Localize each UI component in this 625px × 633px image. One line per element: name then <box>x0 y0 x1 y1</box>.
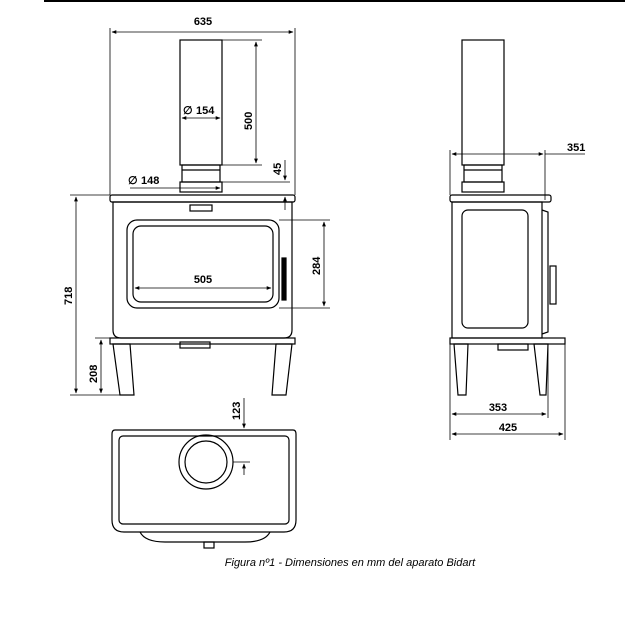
label-glass-width: 505 <box>194 274 212 286</box>
door-glass <box>126 219 280 309</box>
label-leg-height: 208 <box>88 365 100 383</box>
side-top-plate <box>449 194 552 203</box>
label-flue-depth-offset: 351 <box>567 142 585 154</box>
top-view <box>111 429 297 549</box>
side-handle <box>549 265 557 305</box>
top-flue-outer <box>178 434 234 490</box>
diameter-symbol-icon: ∅ <box>183 105 193 117</box>
top-outer-plate <box>111 429 297 533</box>
flue-collar <box>181 164 221 183</box>
front-view <box>109 39 296 396</box>
label-overall-depth: 425 <box>499 422 517 434</box>
label-leg-depth: 353 <box>489 402 507 414</box>
label-flue-center-offset: 123 <box>231 402 243 420</box>
left-leg <box>112 343 135 396</box>
top-rule <box>44 0 625 2</box>
label-glass-height: 284 <box>311 256 323 275</box>
figure-caption: Figura nº1 - Dimensiones en mm del apara… <box>224 557 476 569</box>
diameter-symbol-icon: ∅ <box>128 175 138 187</box>
label-collar-diameter: 148 <box>141 175 159 187</box>
side-view <box>449 39 566 396</box>
side-flue-pipe <box>461 39 505 166</box>
label-overall-height: 718 <box>63 287 75 305</box>
stove-top-plate <box>109 194 296 203</box>
label-flue-length: 500 <box>243 112 255 130</box>
label-flue-diameter: 154 <box>196 105 215 117</box>
top-flue-inner <box>184 440 228 484</box>
stove-body <box>112 201 293 339</box>
flue-pipe <box>179 39 223 166</box>
right-leg <box>271 343 293 396</box>
door-handle <box>281 257 287 301</box>
label-collar-height: 45 <box>272 163 284 175</box>
label-overall-width: 635 <box>194 16 212 28</box>
